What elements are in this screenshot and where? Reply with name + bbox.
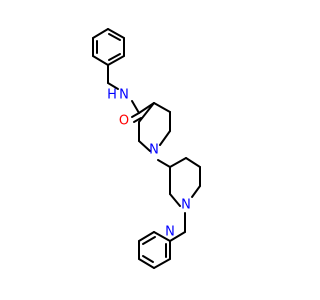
atom-label-nitrogen: N xyxy=(119,88,129,103)
bond xyxy=(138,102,155,123)
bond xyxy=(157,159,171,168)
bond xyxy=(133,117,142,123)
bond xyxy=(153,102,171,113)
bond-inner xyxy=(142,236,156,245)
atom-amide-nitrogen: N H xyxy=(107,88,129,103)
benzene-ring xyxy=(92,28,125,66)
bond xyxy=(153,231,171,242)
atom-label-nitrogen: N xyxy=(149,143,159,158)
bond xyxy=(92,55,109,66)
atom-label-nitrogen: N xyxy=(165,225,175,240)
piperidine-ring-2 xyxy=(169,157,201,207)
bond-inner xyxy=(108,33,121,41)
atom-pyridine-nitrogen: N xyxy=(165,225,175,240)
bond xyxy=(107,82,119,90)
piperidine-ring-1 xyxy=(138,102,171,152)
bond xyxy=(191,185,201,198)
bond xyxy=(159,130,171,146)
bond xyxy=(153,258,171,269)
atom-label-hydrogen: H xyxy=(107,88,117,103)
atom-label-oxygen: O xyxy=(119,114,129,129)
bond xyxy=(131,112,140,118)
atom-label-nitrogen: N xyxy=(181,198,191,213)
bond-inner xyxy=(108,53,121,61)
bond xyxy=(138,258,155,269)
pyridine-ring xyxy=(138,231,171,269)
bond xyxy=(138,140,151,152)
bond xyxy=(169,157,187,168)
bond xyxy=(138,231,155,242)
atom-carbonyl-oxygen: O xyxy=(119,114,129,129)
bond xyxy=(107,28,125,39)
bond xyxy=(131,100,140,114)
atom-piperidine2-nitrogen: N xyxy=(181,198,191,213)
molecule-structure-svg: N H O N N N xyxy=(92,28,201,269)
bond xyxy=(92,28,109,39)
bond-inner xyxy=(142,255,154,263)
bond xyxy=(107,55,125,66)
atom-piperidine1-nitrogen: N xyxy=(149,143,159,158)
bond xyxy=(169,193,181,207)
molecule-diagram: N H O N N N xyxy=(92,28,201,269)
bond xyxy=(169,231,186,242)
bond xyxy=(185,157,201,168)
